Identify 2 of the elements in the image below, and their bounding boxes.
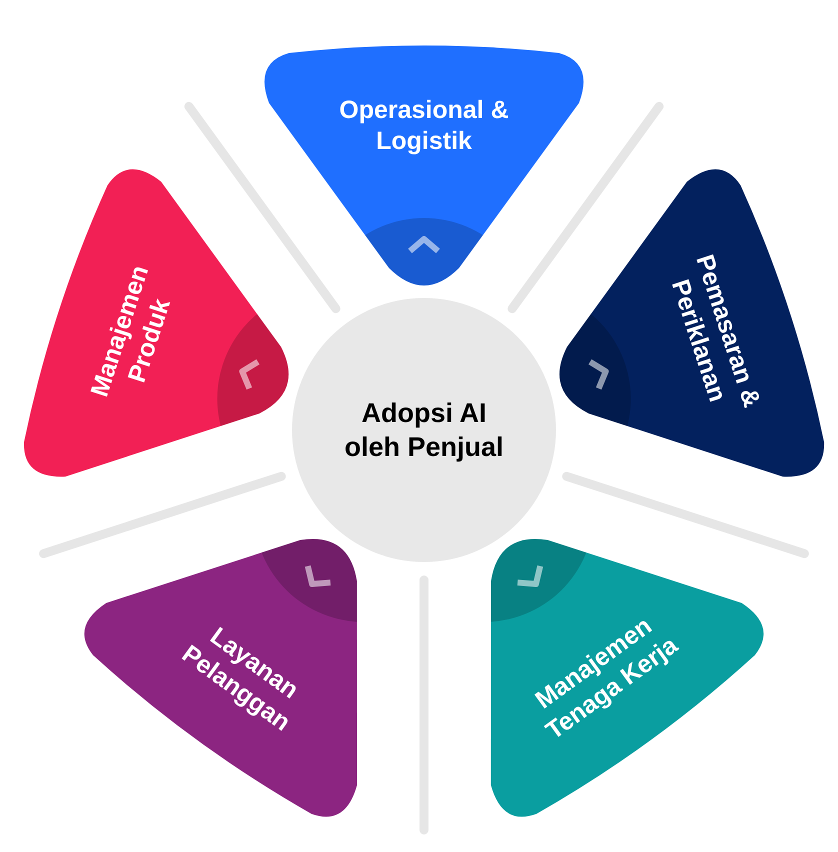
center-title: Adopsi AI oleh Penjual xyxy=(343,397,505,464)
segment-title: Operasional & Logistik xyxy=(338,95,510,157)
